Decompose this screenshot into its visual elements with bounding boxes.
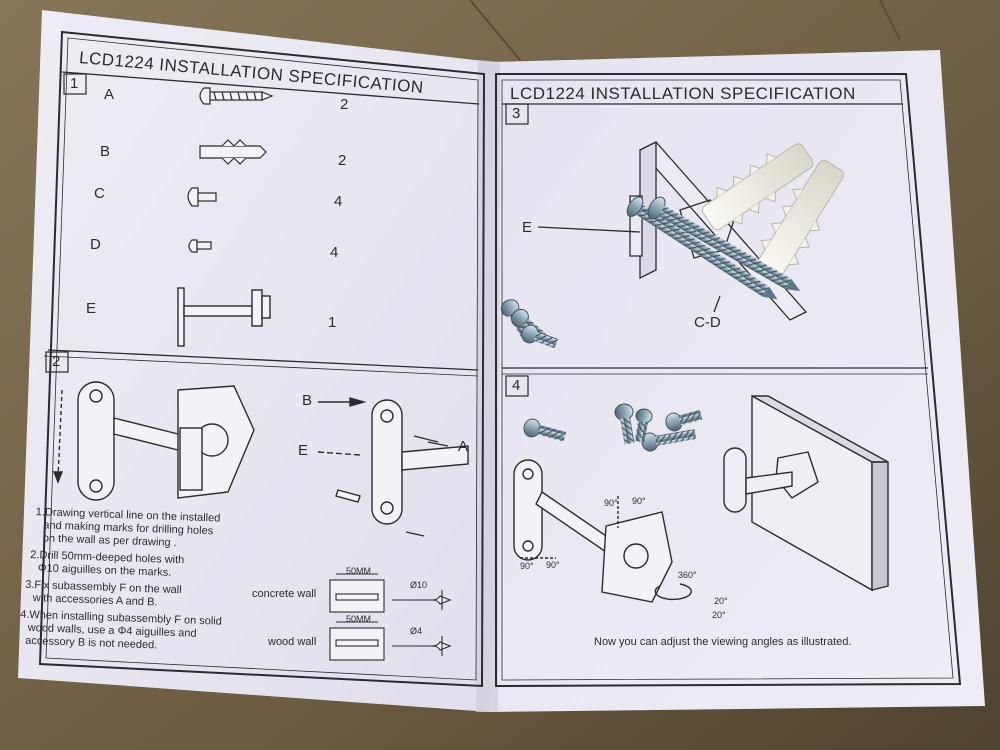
plastic-anchor [702, 143, 814, 231]
angle-label: 90° [632, 496, 646, 506]
right-page-title: LCD1224 INSTALLATION SPECIFICATION [510, 84, 856, 103]
angle-label: 360° [678, 570, 697, 580]
right-frame [495, 73, 962, 688]
concrete-wall-diameter: Ø10 [410, 580, 428, 590]
cardboard-crease [469, 0, 901, 61]
section-1-number: 1 [70, 75, 79, 92]
section-4-caption: Now you can adjust the viewing angles as… [594, 636, 852, 648]
wood-wall-depth: 50MM [346, 614, 372, 624]
left-frame [38, 30, 486, 688]
angle-label: 20° [712, 610, 726, 620]
part-d-screw-drawing [188, 239, 212, 253]
part-a-screw-drawing [199, 87, 274, 105]
section-4-number: 4 [512, 377, 521, 394]
section2-bracket-drawing [52, 381, 255, 501]
callout-e: E [298, 442, 309, 459]
angle-label: 90° [520, 561, 534, 571]
part-letter-e: E [86, 300, 97, 317]
installation-steps: 1.Drawing vertical line on the installed… [20, 506, 234, 655]
section-3-label-cd: C-D [694, 314, 721, 331]
left-page-sheet [18, 10, 492, 712]
angle-label: 20° [714, 596, 728, 606]
part-letter-a: A [104, 86, 115, 103]
part-qty-c: 4 [334, 193, 343, 210]
angle-label: 90° [546, 560, 560, 570]
section-3-label-e: E [522, 219, 533, 236]
concrete-wall-label: concrete wall [252, 588, 317, 600]
wood-wall-diameter: Ø4 [410, 626, 423, 636]
callout-a: A [458, 438, 469, 455]
right-page-sheet [490, 50, 985, 712]
part-letter-b: B [100, 143, 111, 160]
callout-b: B [302, 392, 313, 409]
machine-screw [665, 409, 703, 432]
machine-screw [521, 324, 559, 349]
angle-label: 90° [604, 498, 618, 508]
section2-wall-drawing [317, 397, 469, 537]
part-qty-e: 1 [328, 314, 337, 331]
concrete-wall-depth: 50MM [346, 566, 372, 576]
drill-hole-diagrams [329, 573, 452, 661]
machine-screw [523, 418, 567, 442]
part-letter-d: D [90, 236, 101, 253]
part-e-bracket-drawing [177, 287, 271, 347]
section-3-number: 3 [512, 105, 521, 122]
section4-tv-drawing [723, 394, 889, 592]
lag-screw [647, 196, 801, 291]
wood-wall-label: wood wall [268, 636, 317, 648]
section4-articulating-drawing [513, 459, 692, 603]
lag-screw [626, 196, 778, 300]
part-letter-c: C [94, 185, 105, 202]
machine-screw [634, 408, 653, 443]
part-c-screw-drawing [187, 187, 217, 207]
machine-screw [641, 429, 697, 452]
machine-screw [614, 403, 635, 445]
part-b-anchor-drawing [199, 139, 267, 165]
part-qty-b: 2 [338, 152, 347, 169]
part-qty-a: 2 [340, 96, 349, 113]
part-qty-d: 4 [330, 244, 339, 261]
section-2-number: 2 [52, 353, 61, 370]
